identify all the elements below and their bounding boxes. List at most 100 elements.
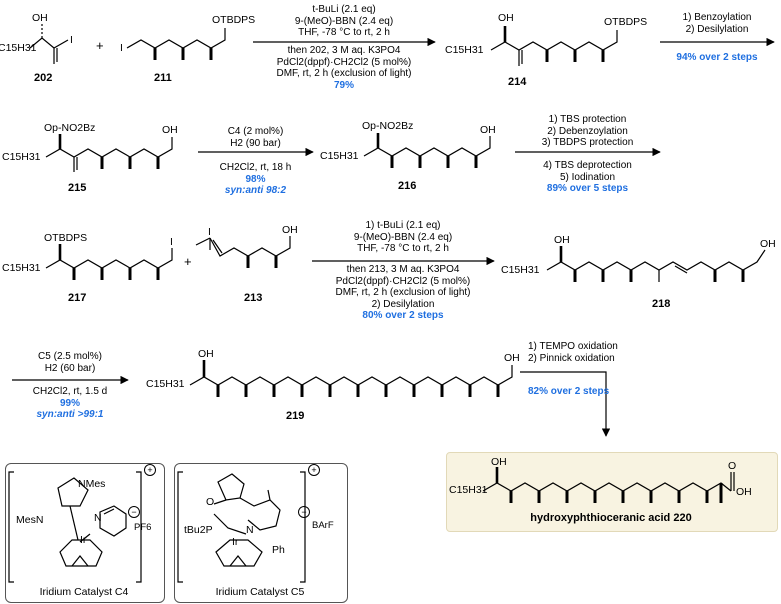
group-oh-214: OH <box>498 12 514 24</box>
step1-line3: THF, -78 °C to rt, 2 h <box>298 27 390 39</box>
structure-211 <box>126 28 226 60</box>
step3-yield: 98% <box>245 173 266 185</box>
group-oh-218: OH <box>554 234 570 246</box>
step5-line6: DMF, rt, 2 h (exclusion of light) <box>335 287 471 299</box>
product-name: hydroxyphthioceranic acid 220 <box>530 512 692 524</box>
step5-line4: then 213, 3 M aq. K3PO4 <box>346 264 460 275</box>
c4-nmes-top: NMes <box>78 478 106 490</box>
step3-conditions-bottom: CH2Cl2, rt, 18 h 98% syn:anti 98:2 <box>198 162 313 197</box>
group-oh-219: OH <box>198 348 214 360</box>
step5-line5: PdCl2(dppf)·CH2Cl2 (5 mol%) <box>335 275 471 287</box>
c4-caption: Iridium Catalyst C4 <box>39 586 129 598</box>
structure-219 <box>189 360 513 397</box>
step5-line3: THF, -78 °C to rt, 2 h <box>357 243 449 255</box>
step4-line5: 5) Iodination <box>559 171 616 183</box>
c5-caption: Iridium Catalyst C5 <box>215 586 305 598</box>
step2-conditions: 1) Benzoylation 2) Desilylation <box>660 12 774 35</box>
group-oh-218-end: OH <box>760 238 776 250</box>
c4-charge-minus: − <box>128 506 140 518</box>
step5-line7: 2) Desilylation <box>371 298 435 310</box>
structure-214 <box>490 26 618 66</box>
c4-counterion: PF6 <box>134 522 152 533</box>
step1-line5: PdCl2(dppf)·CH2Cl2 (5 mol%) <box>276 56 412 68</box>
step1-line1: t-BuLi (2.1 eq) <box>312 4 376 15</box>
catalyst-c5-structure <box>177 471 306 583</box>
c5-charge-plus: + <box>308 464 320 476</box>
step5-line2: 9-(MeO)-BBN (2.4 eq) <box>353 231 453 243</box>
step2-yield: 94% over 2 steps <box>676 52 758 63</box>
c4-n: N <box>94 512 102 524</box>
step3-ratio: syn:anti 98:2 <box>224 185 287 197</box>
structure-216 <box>363 133 491 168</box>
group-cooh-220: OH <box>736 486 752 498</box>
c5-charge-minus: − <box>298 506 310 518</box>
group-c15-202: C15H31 <box>0 42 37 54</box>
step6-line1: C5 (2.5 mol%) <box>38 351 102 362</box>
step5-yield: 80% over 2 steps <box>362 310 444 322</box>
group-c15-219: C15H31 <box>146 378 185 390</box>
step3-conditions-top: C4 (2 mol%) H2 (90 bar) <box>198 126 313 149</box>
group-c15-214: C15H31 <box>445 44 484 56</box>
step6-line3: CH2Cl2, rt, 1.5 d <box>32 386 108 397</box>
structure-217 <box>45 244 173 280</box>
step5-line1: 1) t-BuLi (2.1 eq) <box>365 220 441 231</box>
c4-nmes-left: MesN <box>16 514 44 526</box>
structure-218 <box>546 246 766 282</box>
step4-line4: 4) TBS deprotection <box>543 160 632 171</box>
c5-ph: Ph <box>272 544 285 556</box>
group-i-217: I <box>170 236 173 248</box>
step3-line3: CH2Cl2, rt, 18 h <box>219 162 292 173</box>
label-213: 213 <box>244 292 263 304</box>
step6-conditions-top: C5 (2.5 mol%) H2 (60 bar) <box>12 351 128 374</box>
catalyst-c4-structure <box>8 471 142 583</box>
c5-ir: Ir <box>232 536 239 548</box>
step4-conditions-bottom: 4) TBS deprotection 5) Iodination 89% ov… <box>515 160 660 195</box>
c5-n: N <box>246 524 254 536</box>
step1-line2: 9-(MeO)-BBN (2.4 eq) <box>294 15 394 27</box>
label-214: 214 <box>508 76 527 88</box>
structure-213 <box>195 236 291 268</box>
label-215: 215 <box>68 182 87 194</box>
step4-yield: 89% over 5 steps <box>546 183 629 195</box>
step2-line1: 1) Benzoylation <box>682 12 752 23</box>
step7-yield: 82% over 2 steps <box>528 386 610 397</box>
group-i-211: I <box>120 42 123 54</box>
step4-line1: 1) TBS protection <box>548 114 627 125</box>
step3-line1: C4 (2 mol%) <box>227 126 284 137</box>
product-highlight-box <box>446 452 778 532</box>
group-otbdps-217: OTBDPS <box>44 232 88 244</box>
group-o-220: O <box>728 460 737 472</box>
step3-line2: H2 (90 bar) <box>230 137 281 149</box>
step7-line2: 2) Pinnick oxidation <box>528 352 615 364</box>
step1-line4: then 202, 3 M aq. K3PO4 <box>287 45 401 56</box>
group-c15-216: C15H31 <box>320 150 359 162</box>
group-otbdps-214: OTBDPS <box>604 16 648 28</box>
step5-conditions-bottom: then 213, 3 M aq. K3PO4 PdCl2(dppf)·CH2C… <box>312 264 494 322</box>
step6-conditions-bottom: CH2Cl2, rt, 1.5 d 99% syn:anti >99:1 <box>12 386 128 421</box>
structure-215 <box>45 134 173 172</box>
catalyst-c4-box <box>5 463 165 603</box>
plus-2: + <box>184 254 192 269</box>
step5-conditions-top: 1) t-BuLi (2.1 eq) 9-(MeO)-BBN (2.4 eq) … <box>312 220 494 255</box>
label-219: 219 <box>286 410 305 422</box>
group-oh-215: OH <box>162 124 178 136</box>
label-211: 211 <box>154 72 172 84</box>
step1-conditions-bottom: then 202, 3 M aq. K3PO4 PdCl2(dppf)·CH2C… <box>253 45 435 91</box>
group-otbdps-211: OTBDPS <box>212 14 256 26</box>
step4-conditions-top: 1) TBS protection 2) Debenzoylation 3) T… <box>515 114 660 149</box>
group-c15-217: C15H31 <box>2 262 41 274</box>
step7-line1: 1) TEMPO oxidation <box>528 341 618 352</box>
c4-ir: Ir <box>80 534 87 546</box>
group-oh-202: OH <box>32 12 48 24</box>
group-oh-219-end: OH <box>504 352 520 364</box>
group-c15-218: C15H31 <box>501 264 540 276</box>
group-oh-220: OH <box>491 456 507 468</box>
step1-yield: 79% <box>333 79 354 91</box>
group-i-202: I <box>70 34 73 46</box>
label-217: 217 <box>68 292 87 304</box>
label-202: 202 <box>34 72 53 84</box>
c5-counterion: BArF <box>312 520 334 531</box>
group-opnbz-215: Op-NO2Bz <box>44 122 96 134</box>
step6-ratio: syn:anti >99:1 <box>36 409 104 421</box>
step1-line6: DMF, rt, 2 h (exclusion of light) <box>276 68 412 80</box>
